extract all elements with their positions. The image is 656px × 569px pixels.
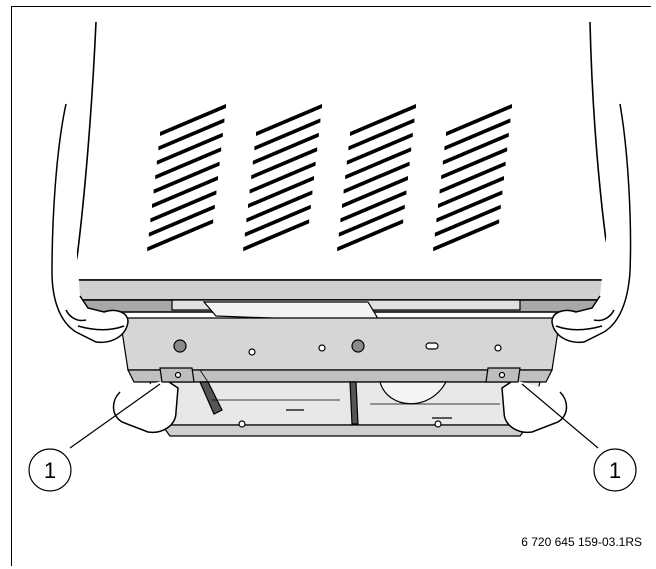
vent-slot xyxy=(446,104,512,136)
vent-slot xyxy=(444,118,511,151)
vent-slot xyxy=(249,161,316,194)
vent-slot xyxy=(155,147,222,180)
vent-slot xyxy=(438,176,504,208)
vent-slot xyxy=(340,190,407,223)
callout-left: 1 xyxy=(28,448,72,492)
vent-slot xyxy=(442,132,509,165)
vent-slot xyxy=(153,161,220,194)
vent-slot xyxy=(152,176,218,208)
vent-slot xyxy=(434,204,501,237)
vent-slot xyxy=(150,190,217,223)
vent-slot xyxy=(439,161,506,194)
vent-slot xyxy=(348,118,415,151)
vent-slot xyxy=(337,219,404,252)
vent-slot xyxy=(148,204,215,237)
left-lifting-grip xyxy=(159,367,195,383)
callout-left-label: 1 xyxy=(44,458,56,483)
vent-slot xyxy=(246,190,313,223)
ventilation-slots xyxy=(147,104,512,252)
vent-slot xyxy=(158,118,225,151)
callout-leaders xyxy=(69,383,599,449)
vent-slot xyxy=(156,132,223,165)
vent-slot xyxy=(254,118,321,151)
figure-frame xyxy=(11,6,651,566)
right-hands xyxy=(501,103,632,434)
left-hands xyxy=(51,103,179,434)
vent-slot xyxy=(345,147,412,180)
vent-slot xyxy=(248,176,314,208)
vent-slot xyxy=(441,147,508,180)
vent-slot xyxy=(160,104,226,136)
vent-slot xyxy=(251,147,318,180)
vent-slot xyxy=(433,219,500,252)
right-lifting-grip xyxy=(485,367,521,383)
callout-right-label: 1 xyxy=(609,458,621,483)
vent-slot xyxy=(147,219,214,252)
vent-slot xyxy=(342,176,408,208)
vent-slot xyxy=(244,204,311,237)
underside-chassis xyxy=(119,299,561,437)
vent-slot xyxy=(256,104,322,136)
callout-right: 1 xyxy=(593,448,637,492)
vent-slot xyxy=(346,132,413,165)
appliance-casing xyxy=(72,21,614,313)
vent-slot xyxy=(252,132,319,165)
vent-slot xyxy=(350,104,416,136)
vent-slot xyxy=(436,190,503,223)
vent-slot xyxy=(338,204,405,237)
vent-slot xyxy=(243,219,310,252)
figure-code: 6 720 645 159-03.1RS xyxy=(521,535,642,549)
vent-slot xyxy=(343,161,410,194)
